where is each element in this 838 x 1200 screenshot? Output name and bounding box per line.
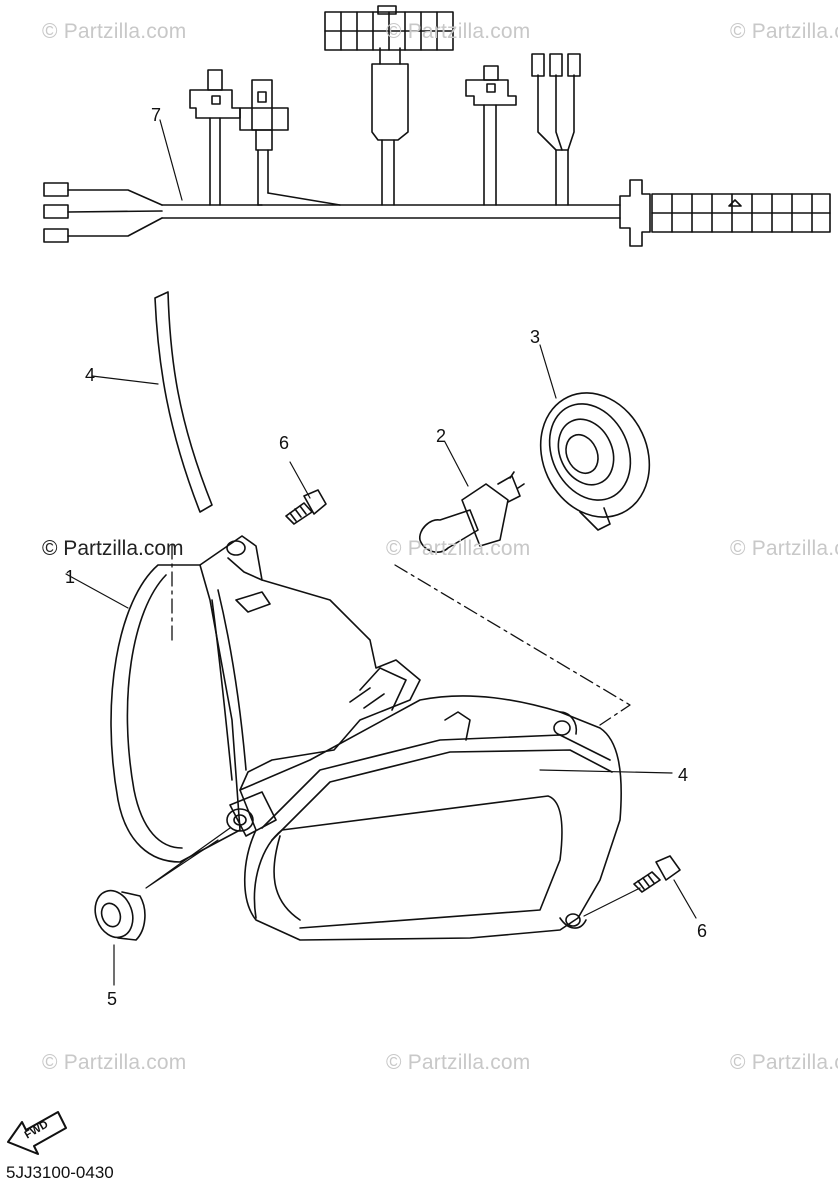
watermark: © Partzilla.com	[730, 1051, 838, 1074]
wire-harness	[43, 5, 831, 247]
watermark: © Partzilla.com	[386, 1051, 531, 1074]
screw-left	[285, 461, 327, 525]
watermark: © Partzilla.com	[730, 20, 838, 43]
callout-4-right: 4	[678, 765, 689, 785]
watermark: © Partzilla.com	[386, 20, 531, 43]
callout-7: 7	[151, 105, 162, 125]
headlight-front-assembly	[145, 667, 673, 941]
callout-5: 5	[107, 989, 118, 1009]
callout-2: 2	[436, 426, 447, 446]
watermark: © Partzilla.com	[386, 537, 531, 560]
assembly-line	[171, 544, 631, 726]
diagram-code: 5JJ3100-0430	[6, 1163, 114, 1182]
callout-4-upper: 4	[85, 365, 96, 385]
headlight-rear-housing	[65, 535, 421, 863]
callout-3: 3	[530, 327, 541, 347]
gasket-strip-upper	[91, 291, 213, 513]
watermark: © Partzilla.com	[42, 537, 184, 560]
screw-right	[583, 855, 697, 919]
headlight-bulb	[419, 441, 525, 553]
callout-6-left: 6	[279, 433, 290, 453]
callout-1: 1	[65, 567, 76, 587]
callout-6-right: 6	[697, 921, 708, 941]
fwd-arrow-icon	[7, 1111, 67, 1155]
watermark: © Partzilla.com	[42, 1051, 187, 1074]
watermark: © Partzilla.com	[730, 537, 838, 560]
grommet	[94, 889, 146, 986]
dust-cover	[539, 344, 651, 531]
watermark: © Partzilla.com	[42, 20, 187, 43]
